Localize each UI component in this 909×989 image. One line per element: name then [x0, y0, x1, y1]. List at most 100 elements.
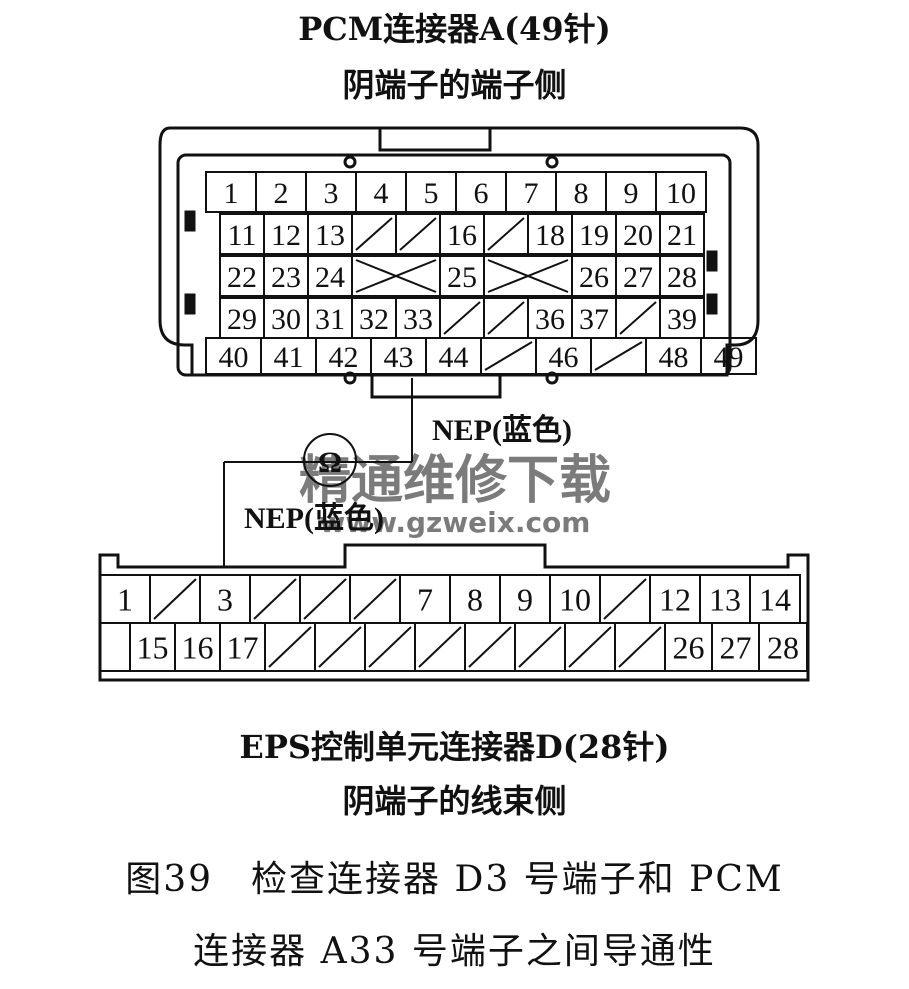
svg-text:13: 13 — [315, 219, 345, 252]
lower-wire-label: NEP(蓝色) — [244, 502, 384, 535]
ohm-symbol: Ω — [318, 446, 342, 479]
svg-text:20: 20 — [623, 219, 653, 252]
pcm-terminal: 9 — [605, 171, 657, 213]
svg-text:11: 11 — [228, 219, 257, 252]
svg-text:49: 49 — [714, 341, 744, 374]
pcm-connector-housing — [158, 126, 760, 399]
svg-text:17: 17 — [227, 630, 259, 666]
pcm-terminal: 36 — [527, 297, 573, 339]
pcm-terminal: 2 — [255, 171, 307, 213]
svg-text:48: 48 — [659, 341, 689, 374]
svg-text:15: 15 — [137, 630, 169, 666]
svg-text:6: 6 — [474, 177, 489, 210]
pcm-terminal: 25 — [439, 255, 485, 297]
svg-text:44: 44 — [439, 341, 469, 374]
pcm-terminal: 20 — [615, 213, 661, 255]
svg-text:22: 22 — [227, 261, 257, 294]
eps-terminal: 16 — [174, 622, 221, 672]
eps-terminal — [314, 622, 366, 672]
pcm-terminal: 26 — [571, 255, 617, 297]
eps-terminal: 1 — [99, 574, 151, 624]
figure-caption-line1: 图39 检查连接器 D3 号端子和 PCM — [125, 859, 784, 900]
pcm-terminal: 6 — [455, 171, 507, 213]
eps-connector-title: EPS控制单元连接器D(28针) — [239, 728, 670, 766]
svg-text:30: 30 — [271, 303, 301, 336]
eps-terminal: 3 — [199, 574, 251, 624]
pcm-terminal: 3 — [305, 171, 357, 213]
figure-caption-line2: 连接器 A33 号端子之间导通性 — [193, 931, 716, 972]
pcm-terminal: 33 — [395, 297, 441, 339]
eps-terminal — [149, 574, 201, 624]
eps-terminal — [564, 622, 616, 672]
pcm-terminal: 39 — [659, 297, 705, 339]
eps-terminal — [364, 622, 416, 672]
pcm-terminal: 32 — [351, 297, 397, 339]
pcm-terminal: 48 — [645, 337, 702, 375]
pcm-terminal: 12 — [263, 213, 309, 255]
svg-text:12: 12 — [271, 219, 301, 252]
pcm-terminal: 28 — [659, 255, 705, 297]
pcm-terminal: 16 — [439, 213, 485, 255]
svg-text:14: 14 — [759, 582, 791, 618]
eps-terminal: 17 — [219, 622, 266, 672]
pcm-terminal: 4 — [355, 171, 407, 213]
pcm-terminal: 24 — [307, 255, 353, 297]
pcm-terminal — [483, 213, 529, 255]
pcm-terminal: 11 — [219, 213, 265, 255]
svg-text:10: 10 — [666, 177, 696, 210]
pcm-connector-subtitle: 阴端子的端子侧 — [342, 66, 567, 104]
svg-text:25: 25 — [447, 261, 477, 294]
eps-terminal — [299, 574, 351, 624]
pcm-terminal: 19 — [571, 213, 617, 255]
eps-terminal — [614, 622, 666, 672]
svg-text:12: 12 — [659, 582, 691, 618]
svg-text:2: 2 — [274, 177, 289, 210]
svg-text:27: 27 — [623, 261, 653, 294]
pcm-terminal: 46 — [535, 337, 592, 375]
svg-text:29: 29 — [227, 303, 257, 336]
pcm-terminal: 44 — [425, 337, 482, 375]
pcm-terminal: 7 — [505, 171, 557, 213]
eps-terminal — [264, 622, 316, 672]
pcm-terminal: 27 — [615, 255, 661, 297]
svg-text:18: 18 — [535, 219, 565, 252]
svg-text:33: 33 — [403, 303, 433, 336]
eps-connector-subtitle: 阴端子的线束侧 — [342, 782, 567, 820]
svg-text:5: 5 — [424, 177, 439, 210]
pcm-terminal: 21 — [659, 213, 705, 255]
svg-text:42: 42 — [329, 341, 359, 374]
eps-terminal: 10 — [549, 574, 601, 624]
upper-wire-label: NEP(蓝色) — [432, 414, 572, 447]
eps-terminal — [464, 622, 516, 672]
svg-text:7: 7 — [417, 582, 433, 618]
eps-terminal: 26 — [664, 622, 713, 672]
pcm-terminal: 10 — [655, 171, 707, 213]
pcm-terminal: 18 — [527, 213, 573, 255]
eps-terminal: 13 — [699, 574, 751, 624]
watermark-text: 精通维修下载 — [299, 451, 611, 511]
svg-text:40: 40 — [219, 341, 249, 374]
pcm-terminal — [351, 213, 397, 255]
svg-text:10: 10 — [559, 582, 591, 618]
svg-text:8: 8 — [467, 582, 483, 618]
pcm-terminal: 37 — [571, 297, 617, 339]
pcm-connector-title: PCM连接器A(49针) — [298, 10, 611, 48]
svg-text:13: 13 — [709, 582, 741, 618]
eps-terminal: 8 — [449, 574, 501, 624]
svg-text:8: 8 — [574, 177, 589, 210]
pcm-terminal: 49 — [700, 337, 757, 375]
svg-text:9: 9 — [624, 177, 639, 210]
pcm-terminal — [483, 255, 573, 297]
pcm-terminal: 5 — [405, 171, 457, 213]
watermark-url: www.gzweix.com — [320, 506, 591, 539]
svg-text:16: 16 — [447, 219, 477, 252]
pcm-terminal — [480, 337, 537, 375]
eps-terminal: 12 — [649, 574, 701, 624]
eps-terminal — [599, 574, 651, 624]
svg-text:39: 39 — [667, 303, 697, 336]
pcm-terminal: 29 — [219, 297, 265, 339]
pcm-terminal — [615, 297, 661, 339]
svg-text:4: 4 — [374, 177, 389, 210]
